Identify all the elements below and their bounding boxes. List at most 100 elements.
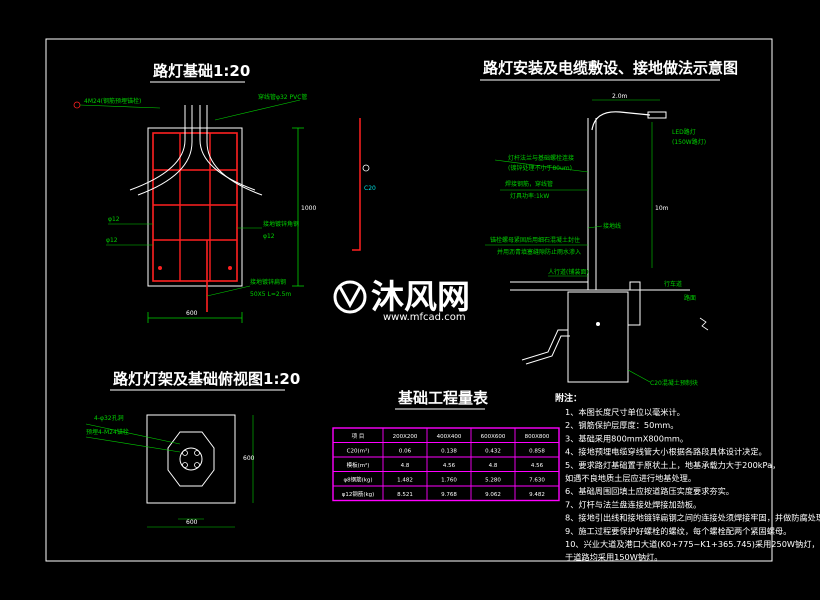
leader-line: [494, 159, 589, 173]
title-foundation: 路灯基础1:20: [153, 62, 250, 80]
table-cell: 8.521: [397, 492, 413, 498]
install-foundation: [567, 291, 629, 383]
install-label-8: 人行道(铺装面): [548, 268, 589, 276]
note-item: 1、本图长度尺寸单位以毫米计。: [565, 407, 685, 417]
note-item: 10、兴业大道及港口大道(K0+775~K1+365.745)采用250W钠灯，…: [565, 539, 820, 549]
table-cell: C20(m³): [347, 448, 370, 455]
watermark: 沐风网 www.mfcad.com: [333, 277, 470, 323]
table-header-cell: 200X200: [393, 434, 418, 440]
table-cell: φ12钢筋(kg): [342, 490, 375, 498]
leader-marker: [73, 101, 81, 109]
install-label-6: 并用沥青填塞缝隙防止雨水渗入: [497, 248, 581, 256]
table-cell: 7.630: [529, 478, 545, 484]
dim-width-label: 600: [186, 310, 198, 317]
watermark-brand: 沐风网: [371, 277, 470, 316]
title-plan: 路灯灯架及基础俯视图1:20: [113, 370, 300, 388]
foundation-label-5: 接地镀锌角钢: [263, 220, 299, 228]
notes-block: 附注： 1、本图长度尺寸单位以毫米计。 2、钢筋保护层厚度：50mm。 3、基础采用…: [555, 392, 820, 562]
table-cell: φ8钢筋(kg): [343, 476, 372, 484]
table-cell: 9.768: [441, 492, 457, 498]
table-cell: 0.138: [441, 449, 457, 455]
rebar-detail: [352, 118, 361, 251]
foundation-label-4: φ12: [106, 237, 118, 244]
install-diagram: 2.0m 10m LED路灯 (150W路灯) 行车道 路面 C20混凝土预制块…: [485, 93, 709, 387]
install-label-block: C20混凝土预制块: [650, 379, 698, 387]
install-label-lamp: LED路灯: [672, 128, 696, 136]
install-label-1: 灯杆法兰与基础螺栓连接: [508, 154, 574, 162]
note-item: 于道路均采用150W钠灯。: [565, 552, 662, 562]
note-item: 5、要求路灯基础置于原状土上，地基承载力大于200kPa，: [565, 460, 780, 470]
table-cell: 1.482: [397, 478, 413, 484]
rebar-dot: [158, 266, 162, 270]
bolt-hole: [194, 450, 200, 456]
note-item: 3、基础采用800mmX800mm。: [565, 433, 688, 443]
note-item: 9、施工过程要保护好螺栓的螺纹，每个螺栓配两个紧固螺母。: [565, 526, 791, 536]
conduit-right: [199, 105, 256, 191]
lamp-arm: [591, 111, 651, 131]
cable-run-inner: [525, 335, 570, 365]
table-cell: 0.06: [399, 449, 412, 455]
leader-line: [214, 99, 301, 121]
break-symbol: [699, 317, 709, 331]
note-item: 如遇不良地质土层应进行地基处理。: [565, 473, 696, 483]
table-cell: 4.8: [401, 463, 410, 469]
install-label-surface: 路面: [684, 294, 696, 302]
dim-height-label: 1000: [301, 205, 316, 212]
foundation-label-2: 穿线管φ32 PVC管: [258, 93, 307, 101]
leader-line: [85, 423, 181, 445]
plan-label-1: 4-φ32孔洞: [94, 414, 124, 422]
table-cell: 9.482: [529, 492, 545, 498]
table-cell: 4.56: [531, 463, 544, 469]
install-label-2: (镀锌处理不小于80um): [508, 164, 572, 172]
curb-stone: [628, 281, 641, 326]
conduit-right-inner: [206, 105, 263, 196]
bolt-hole: [182, 450, 188, 456]
install-label-road: 行车道: [664, 280, 682, 288]
plan-dim-height-label: 600: [243, 455, 255, 462]
foundation-label-3: φ12: [108, 216, 120, 223]
note-item: 4、接地预埋电缆穿线管大小根据各路段具体设计决定。: [565, 447, 767, 457]
bolt-hole: [194, 462, 200, 468]
pole-circle: [179, 447, 203, 471]
table-cell: 5.280: [485, 478, 501, 484]
install-label-5: 锚栓螺母紧固后用细石混凝土封住: [490, 236, 580, 244]
plan-dim-width-label: 600: [186, 519, 198, 526]
foundation-label-8: 50X5 L=2.5m: [250, 291, 291, 298]
leader-line: [587, 225, 603, 229]
cable-run: [521, 329, 568, 361]
table-header-cell: 400X400: [437, 434, 462, 440]
install-dim-arm: 2.0m: [612, 93, 628, 100]
install-label-lamp-sub: (150W路灯): [672, 138, 706, 146]
leader-line: [206, 285, 251, 297]
note-item: 7、灯杆与法兰盘连接处焊接加劲板。: [565, 499, 701, 509]
table-border: [332, 427, 560, 502]
foundation-label-6: φ12: [263, 233, 275, 240]
foundation-outline: [147, 127, 243, 287]
foundation-label-7: 接地镀锌扁钢: [250, 278, 286, 286]
drawing-frame: [45, 38, 773, 562]
leader-line: [79, 104, 161, 109]
install-label-4: 灯具功率:1kW: [510, 192, 549, 200]
section-tag: C20: [364, 185, 376, 192]
note-item: 6、基础周围回填土应按道路压实度要求夯实。: [565, 486, 734, 496]
plan-label-2: 预埋4-M24锚栓: [86, 428, 129, 436]
rebar-cage: [152, 132, 238, 282]
flange-plate: [167, 431, 215, 487]
notes-heading: 附注：: [555, 392, 582, 404]
table-cell: 4.8: [489, 463, 498, 469]
rebar-dot: [228, 266, 232, 270]
bolt-hole: [182, 462, 188, 468]
note-item: 2、钢筋保护层厚度：50mm。: [565, 420, 678, 430]
anchor-point: [596, 322, 600, 326]
watermark-url: www.mfcad.com: [383, 312, 466, 323]
table-cell: 4.56: [443, 463, 456, 469]
title-install: 路灯安装及电缆敷设、接地做法示意图: [483, 59, 738, 77]
leader-line: [85, 436, 181, 453]
install-label-7: 接地线: [603, 222, 621, 230]
plan-view: 600 600 4-φ32孔洞 预埋4-M24锚栓: [85, 414, 255, 528]
conduit-left-inner: [137, 105, 193, 196]
note-item: 8、接地引出线和接地镀锌扁钢之间的连接处须焊接牢固，并做防腐处理。: [565, 513, 820, 523]
detail-marker: [362, 164, 370, 172]
